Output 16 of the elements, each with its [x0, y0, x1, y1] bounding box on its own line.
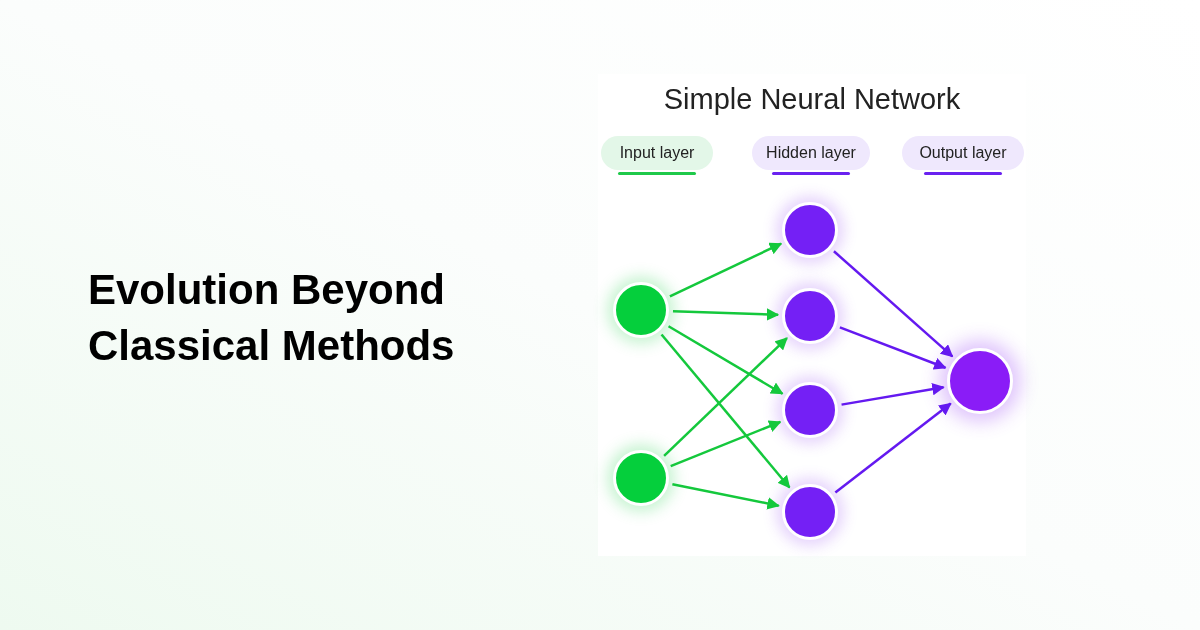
layer-label: Hidden layer [752, 136, 870, 170]
arrow [667, 325, 784, 395]
arrow [833, 250, 954, 358]
arrow [672, 483, 780, 510]
diagram-title: Simple Neural Network [662, 82, 962, 117]
arrow [669, 242, 783, 298]
layer-label: Input layer [601, 136, 713, 170]
arrow [834, 402, 952, 494]
arrow [670, 420, 782, 468]
arrow [841, 382, 945, 406]
arrow [660, 333, 791, 489]
arrow [672, 308, 780, 321]
arrow [839, 326, 947, 370]
arrow [663, 337, 788, 457]
heading: Evolution Beyond Classical Methods [88, 265, 456, 371]
layer-label: Output layer [902, 136, 1024, 170]
